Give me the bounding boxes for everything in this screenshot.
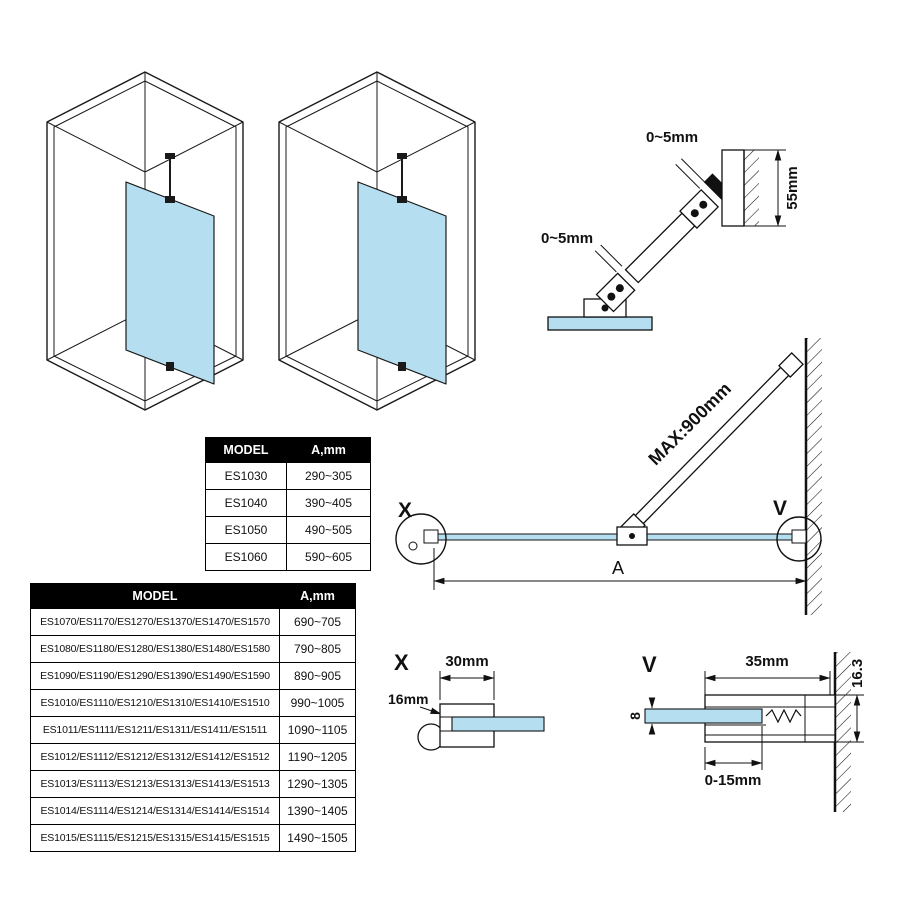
table-row: ES1015/ES1115/ES1215/ES1315/ES1415/ES151… <box>30 824 356 852</box>
dim-wall-55mm: 55mm <box>784 166 801 209</box>
dim-16mm: 16mm <box>388 691 428 707</box>
wall-hatch <box>806 338 822 615</box>
model-cell: ES1090/ES1190/ES1290/ES1390/ES1490/ES159… <box>30 662 280 690</box>
size-cell: 790~805 <box>279 635 356 663</box>
size-cell: 490~505 <box>286 516 371 544</box>
dim-glass-8: 8 <box>627 712 643 720</box>
column-header: MODEL <box>205 437 287 463</box>
model-cell: ES1060 <box>205 543 287 571</box>
column-header: A,mm <box>279 583 356 609</box>
dim-0-15mm: 0-15mm <box>705 772 762 789</box>
size-cell: 690~705 <box>279 608 356 636</box>
plan-view: MAX:900mm X V A <box>395 338 822 615</box>
wall-section <box>721 149 745 227</box>
model-cell: ES1015/ES1115/ES1215/ES1315/ES1415/ES151… <box>30 824 280 852</box>
table-row: ES1080/ES1180/ES1280/ES1380/ES1480/ES158… <box>30 635 356 663</box>
model-cell: ES1014/ES1114/ES1214/ES1314/ES1414/ES151… <box>30 797 280 825</box>
node-v-label: V <box>773 497 787 520</box>
support-bar-bracket-detail: 55mm 0~5mm 0~5mm <box>541 129 801 331</box>
column-header: MODEL <box>30 583 280 609</box>
model-cell: ES1050 <box>205 516 287 544</box>
size-cell: 290~305 <box>286 462 371 490</box>
size-cell: 890~905 <box>279 662 356 690</box>
iso-shower-enclosure-1 <box>46 71 244 411</box>
table-row: ES1014/ES1114/ES1214/ES1314/ES1414/ES151… <box>30 797 356 825</box>
detail-x-title: X <box>394 650 409 675</box>
model-cell: ES1012/ES1112/ES1212/ES1312/ES1412/ES151… <box>30 743 280 771</box>
glass-clamp <box>165 196 175 203</box>
size-cell: 1490~1505 <box>279 824 356 852</box>
upper-hinge <box>679 188 720 229</box>
size-cell: 1290~1305 <box>279 770 356 798</box>
model-cell: ES1013/ES1113/ES1213/ES1313/ES1413/ES151… <box>30 770 280 798</box>
size-cell: 590~605 <box>286 543 371 571</box>
node-v-bubble <box>776 516 822 562</box>
model-cell: ES1080/ES1180/ES1280/ES1380/ES1480/ES158… <box>30 635 280 663</box>
size-cell: 1190~1205 <box>279 743 356 771</box>
size-cell: 1090~1105 <box>279 716 356 744</box>
table-row: ES1011/ES1111/ES1211/ES1311/ES1411/ES151… <box>30 716 356 744</box>
model-cell: ES1070/ES1170/ES1270/ES1370/ES1470/ES157… <box>30 608 280 636</box>
node-x-bubble <box>395 513 447 565</box>
dim-a-label: A <box>612 558 624 578</box>
iso-shower-enclosure-2 <box>278 71 476 411</box>
support-bar-tube <box>624 212 696 284</box>
glass-detail-v <box>644 708 763 724</box>
glass-edge <box>547 316 653 331</box>
table-row: ES1010/ES1110/ES1210/ES1310/ES1410/ES151… <box>30 689 356 717</box>
wall-hatch <box>835 652 851 812</box>
model-cell: ES1030 <box>205 462 287 490</box>
table-row: ES1070/ES1170/ES1270/ES1370/ES1470/ES157… <box>30 608 356 636</box>
detail-v-title: V <box>642 652 657 677</box>
column-header: A,mm <box>286 437 371 463</box>
table-row: ES1013/ES1113/ES1213/ES1313/ES1413/ES151… <box>30 770 356 798</box>
dim-35mm: 35mm <box>745 653 788 670</box>
glass-panel <box>125 181 215 385</box>
table-row: ES1012/ES1112/ES1212/ES1312/ES1412/ES151… <box>30 743 356 771</box>
clamp-screw <box>601 304 609 312</box>
dim-max-900mm: MAX:900mm <box>644 378 735 469</box>
ceiling-mount <box>165 153 175 159</box>
floor-foot <box>166 362 174 371</box>
wall-hatch <box>744 150 759 226</box>
detail-v: V 35mm 16.3 8 0-15mm <box>627 652 866 812</box>
size-cell: 390~405 <box>286 489 371 517</box>
size-cell: 1390~1405 <box>279 797 356 825</box>
dim-30mm: 30mm <box>445 653 488 670</box>
table-row: ES1090/ES1190/ES1290/ES1390/ES1490/ES159… <box>30 662 356 690</box>
dim-gap-top: 0~5mm <box>646 129 698 146</box>
bar-end-plate <box>778 352 804 378</box>
dim-16-3: 16.3 <box>849 659 866 688</box>
detail-x: X 30mm 16mm <box>388 650 545 751</box>
node-x-label: X <box>398 499 412 522</box>
size-cell: 990~1005 <box>279 689 356 717</box>
lower-hinge <box>595 272 636 313</box>
model-cell: ES1010/ES1110/ES1210/ES1310/ES1410/ES151… <box>30 689 280 717</box>
dim-gap-bottom: 0~5mm <box>541 230 593 247</box>
model-cell: ES1040 <box>205 489 287 517</box>
model-cell: ES1011/ES1111/ES1211/ES1311/ES1411/ES151… <box>30 716 280 744</box>
adjustment-spring <box>765 708 802 724</box>
glass-detail-x <box>451 716 545 732</box>
